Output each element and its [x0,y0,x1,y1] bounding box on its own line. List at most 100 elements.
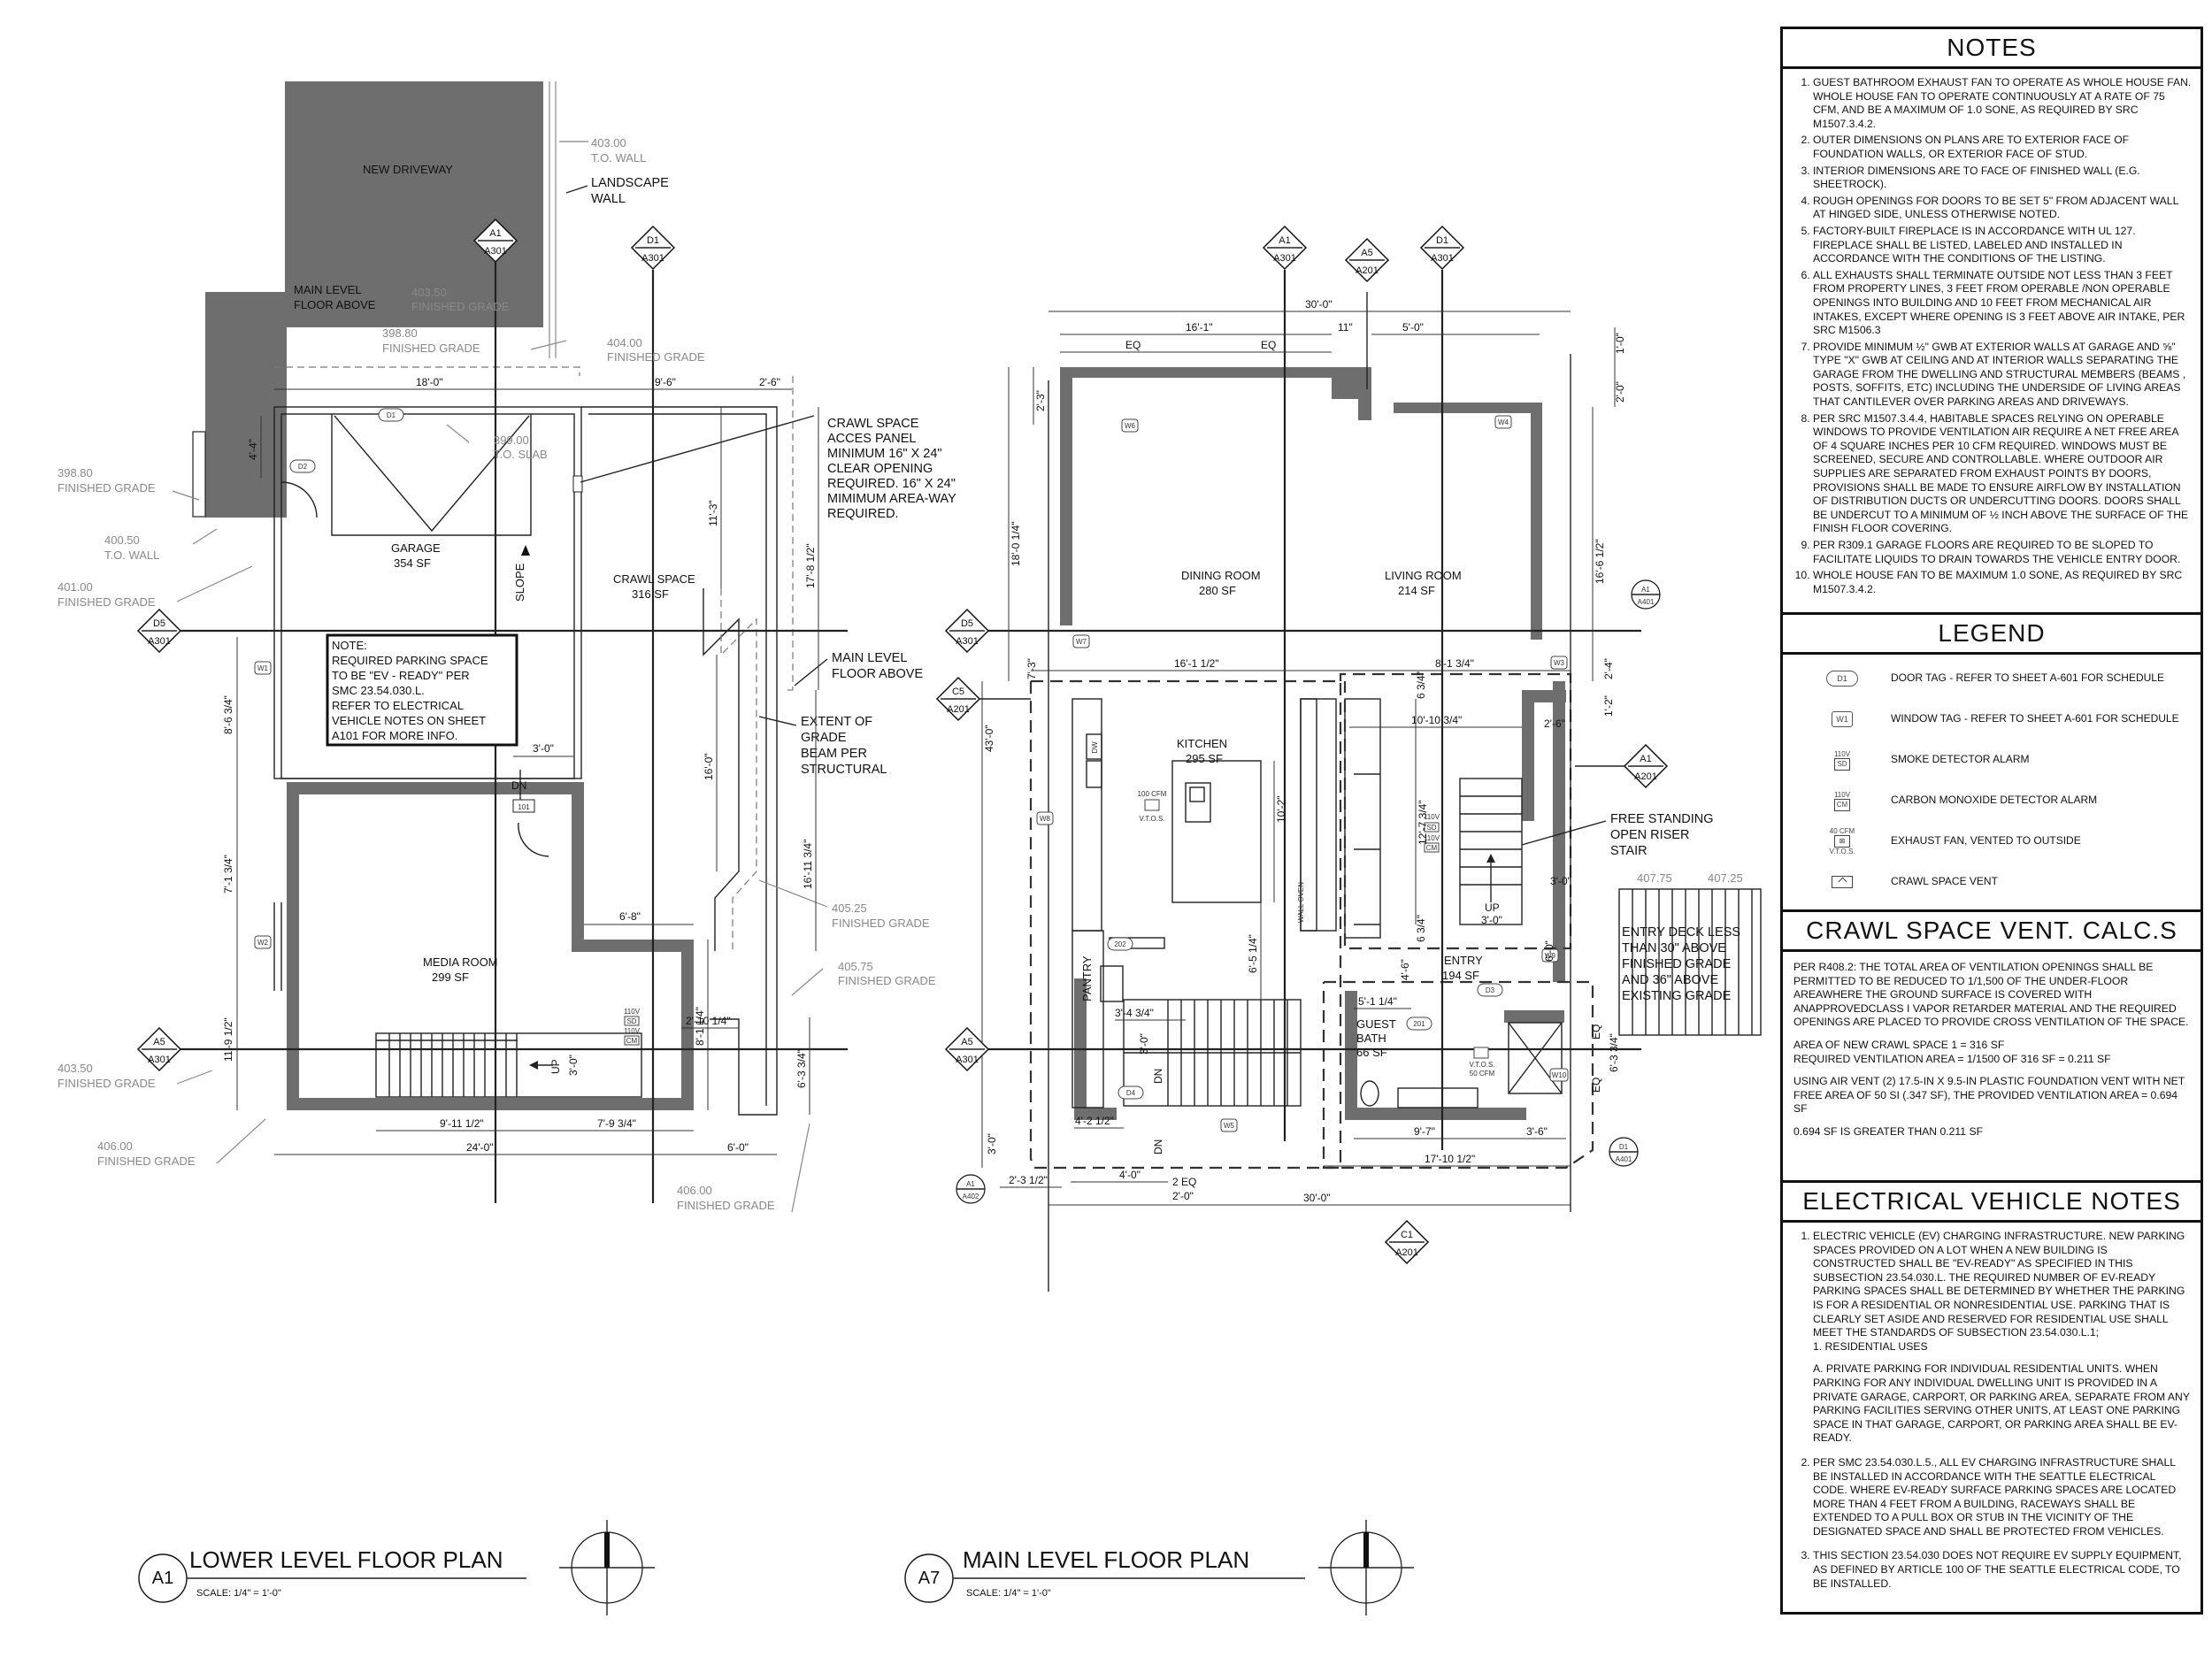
marker-d1-a401: D1 A401 [1609,1137,1639,1167]
svg-text:A1: A1 [152,1569,173,1588]
svg-text:404.00: 404.00 [607,336,642,349]
svg-text:A301: A301 [148,1055,171,1065]
svg-text:FINISHED GRADE: FINISHED GRADE [58,481,156,495]
crawl-calc-provided: USING AIR VENT (2) 17.5-IN X 9.5-IN PLAS… [1793,1075,2185,1116]
svg-text:W1: W1 [257,664,269,672]
svg-text:3'-0": 3'-0" [1138,1033,1150,1055]
svg-text:A301: A301 [484,246,507,257]
svg-text:10'-10 3/4": 10'-10 3/4" [1411,714,1462,726]
svg-text:SD: SD [1426,824,1436,832]
main-plan-title: MAIN LEVEL FLOOR PLAN [963,1546,1249,1573]
svg-text:405.25: 405.25 [832,901,867,915]
main-stair-treads [1124,1000,1301,1106]
svg-text:A201: A201 [1395,1247,1418,1258]
svg-text:A1: A1 [1641,586,1650,594]
svg-text:5'-1 1/4": 5'-1 1/4" [1358,995,1397,1008]
svg-text:A201: A201 [1356,265,1379,276]
entry-deck-boards [1632,889,1753,1035]
svg-text:D5: D5 [153,618,165,629]
note-9: PER R309.1 GARAGE FLOORS ARE REQUIRED TO… [1813,539,2192,566]
slope-label: SLOPE [513,563,526,602]
svg-text:8'-6 3/4": 8'-6 3/4" [222,695,234,734]
notes-panel: NOTES GUEST BATHROOM EXHAUST FAN TO OPER… [1780,27,2203,616]
floor-plans-drawing: .wall { fill:#6e6e6e; } .thin { stroke:#… [58,81,1762,1615]
garage-dn-label: DN [511,779,526,792]
crawl-vent-icon [1832,876,1853,888]
svg-text:7'-9 3/4": 7'-9 3/4" [597,1117,636,1130]
note-10: WHOLE HOUSE FAN TO BE MAXIMUM 1.0 SONE, … [1813,569,2192,596]
svg-text:EQ: EQ [1125,339,1141,351]
svg-text:6'-3 3/4": 6'-3 3/4" [795,1049,808,1088]
new-driveway-area [285,81,543,327]
door-tag-icon: D1 [1826,671,1858,687]
legend-row-window-tag: W1 WINDOW TAG - REFER TO SHEET A-601 FOR… [1793,699,2192,740]
note-5: FACTORY-BUILT FIREPLACE IS IN ACCORDANCE… [1813,225,2192,266]
svg-text:406.00: 406.00 [677,1184,712,1197]
svg-text:3'-4 3/4": 3'-4 3/4" [1115,1007,1154,1019]
svg-text:A7: A7 [918,1569,940,1588]
svg-text:REFER TO ELECTRICAL: REFER TO ELECTRICAL [332,699,464,712]
svg-text:UP: UP [1485,901,1500,914]
svg-text:2'-6": 2'-6" [1544,717,1565,730]
legend-row-exhaust-fan: 40 CFM⊠V.T.O.S. EXHAUST FAN, VENTED TO O… [1829,827,2081,855]
svg-text:16'-1 1/2": 16'-1 1/2" [1174,657,1219,670]
svg-text:SMC 23.54.030.L.: SMC 23.54.030.L. [332,684,425,697]
svg-text:406.00: 406.00 [97,1139,133,1153]
svg-text:FINISHED GRADE: FINISHED GRADE [1622,957,1732,971]
svg-text:2'-4": 2'-4" [1602,658,1615,679]
svg-text:201: 201 [1413,1020,1425,1028]
marker-a5-a301-lower: A5 A301 [136,1026,182,1072]
crawl-calc-area: AREA OF NEW CRAWL SPACE 1 = 316 SF [1793,1038,2005,1051]
svg-text:16'-6 1/2": 16'-6 1/2" [1594,539,1606,584]
svg-text:110V: 110V [1424,834,1440,842]
entry-label: ENTRY [1444,954,1483,967]
svg-text:D1: D1 [1619,1143,1629,1151]
garage-label: GARAGE [391,541,441,555]
svg-text:6'-5 1/4": 6'-5 1/4" [1247,934,1259,973]
note-1: GUEST BATHROOM EXHAUST FAN TO OPERATE AS… [1813,76,2192,131]
crawl-calc-required: REQUIRED VENTILATION AREA = 1/1500 OF 31… [1793,1052,2111,1065]
marker-a1-a201-main: A1 A201 [1575,743,1669,789]
note-2: OUTER DIMENSIONS ON PLANS ARE TO EXTERIO… [1813,134,2192,161]
marker-c5-a201-main: C5 A201 [935,676,1031,722]
svg-text:2'-0": 2'-0" [1614,381,1626,403]
svg-text:ACCES PANEL: ACCES PANEL [827,432,916,446]
crawl-calc-panel: CRAWL SPACE VENT. CALC.S PER R408.2: THE… [1780,909,2203,1184]
svg-text:3'-0": 3'-0" [1481,914,1502,926]
svg-text:THAN 30" ABOVE: THAN 30" ABOVE [1622,941,1726,955]
svg-text:VEHICLE NOTES ON SHEET: VEHICLE NOTES ON SHEET [332,714,486,727]
svg-text:4'-4": 4'-4" [247,439,259,460]
marker-a1-a301-lower: A1 A301 [472,218,518,264]
svg-text:A402: A402 [963,1193,979,1201]
svg-text:A401: A401 [1616,1155,1632,1163]
pantry-label: PANTRY [1080,955,1094,1001]
note-4: ROUGH OPENINGS FOR DOORS TO BE SET 5" FR… [1813,195,2192,222]
svg-text:REQUIRED.: REQUIRED. [827,507,899,521]
svg-text:5'-0": 5'-0" [1402,321,1424,334]
svg-text:W9: W9 [1545,952,1556,960]
svg-text:SD: SD [626,1017,636,1025]
svg-text:16'-11 3/4": 16'-11 3/4" [802,840,814,889]
svg-text:299 SF: 299 SF [432,970,469,984]
svg-text:398.80: 398.80 [58,466,93,479]
svg-text:16'-0": 16'-0" [703,753,715,780]
marker-d5-a301-main: D5 A301 [944,608,990,654]
svg-text:403.50: 403.50 [411,286,447,299]
svg-text:REQUIRED PARKING SPACE: REQUIRED PARKING SPACE [332,654,488,667]
svg-text:CRAWL SPACE: CRAWL SPACE [827,417,919,431]
main-floor-above-block [205,292,287,518]
svg-text:400.50: 400.50 [104,533,140,547]
svg-text:11": 11" [1338,321,1353,334]
svg-text:MAIN LEVEL: MAIN LEVEL [832,651,907,665]
svg-text:W3: W3 [1554,659,1565,667]
svg-text:D1: D1 [387,411,396,419]
svg-text:W8: W8 [1040,815,1051,823]
svg-text:398.80: 398.80 [382,326,418,340]
svg-text:401.00: 401.00 [58,580,93,594]
svg-text:100 CFM: 100 CFM [1138,790,1167,798]
svg-text:W7: W7 [1076,638,1087,646]
marker-a5-a201-main: A5 A201 [1344,237,1390,283]
svg-text:D3: D3 [1486,986,1495,994]
